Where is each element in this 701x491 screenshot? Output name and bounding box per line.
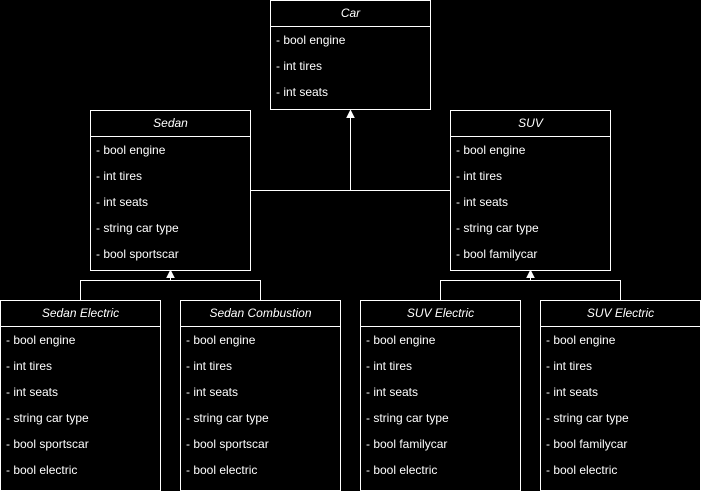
attribute: - int seats [276, 85, 329, 99]
attribute: - bool familycar [366, 437, 448, 451]
attribute: - string car type [366, 411, 449, 425]
attribute: - int seats [456, 195, 509, 209]
attribute: - int seats [366, 385, 419, 399]
attribute: - bool electric [366, 463, 438, 477]
attribute: - bool electric [186, 463, 258, 477]
class-sedan-electric[interactable]: Sedan Electric - bool engine - int tires… [0, 300, 161, 491]
attribute: - int tires [6, 359, 53, 373]
class-suv-electric-1[interactable]: SUV Electric - bool engine - int tires -… [360, 300, 521, 491]
class-suv[interactable]: SUV - bool engine - int tires - int seat… [450, 110, 611, 271]
attribute: - int tires [96, 169, 143, 183]
class-title: SUV [451, 111, 610, 137]
attribute: - bool sportscar [186, 437, 269, 451]
class-sedan-combustion[interactable]: Sedan Combustion - bool engine - int tir… [180, 300, 341, 491]
class-suv-electric-2[interactable]: SUV Electric - bool engine - int tires -… [540, 300, 701, 491]
class-title: SUV Electric [541, 301, 700, 327]
attribute: - bool engine [546, 333, 616, 347]
attribute: - string car type [6, 411, 89, 425]
attribute: - int tires [186, 359, 233, 373]
attribute: - int tires [456, 169, 503, 183]
arrowhead-suv [526, 269, 535, 278]
attribute: - bool engine [96, 143, 166, 157]
edge-sedan-to-car [250, 117, 351, 191]
attribute: - int seats [186, 385, 239, 399]
class-title: Sedan Electric [1, 301, 160, 327]
attribute: - bool electric [546, 463, 618, 477]
class-title: Car [271, 1, 430, 27]
arrowhead-sedan [166, 269, 175, 278]
attribute: - string car type [456, 221, 539, 235]
attribute: - string car type [186, 411, 269, 425]
arrowhead-car [346, 109, 355, 118]
attribute: - int tires [366, 359, 413, 373]
attribute: - int seats [96, 195, 149, 209]
attribute: - int seats [546, 385, 599, 399]
class-title: Sedan [91, 111, 250, 137]
attribute: - bool engine [366, 333, 436, 347]
attribute: - bool electric [6, 463, 78, 477]
attribute: - bool engine [276, 33, 346, 47]
attribute: - bool engine [456, 143, 526, 157]
attribute: - int tires [546, 359, 593, 373]
attribute: - bool familycar [456, 247, 538, 261]
attribute: - bool engine [6, 333, 76, 347]
attribute: - bool sportscar [6, 437, 89, 451]
edge-sedan-electric-to-sedan [80, 277, 171, 300]
attribute: - bool sportscar [96, 247, 179, 261]
attribute: - string car type [96, 221, 179, 235]
class-title: SUV Electric [361, 301, 520, 327]
class-title: Sedan Combustion [181, 301, 340, 327]
class-car[interactable]: Car - bool engine - int tires - int seat… [270, 0, 431, 110]
edge-suv-electric-2-to-suv [530, 280, 621, 300]
attribute: - bool engine [186, 333, 256, 347]
attribute: - bool familycar [546, 437, 628, 451]
edge-sedan-combustion-to-sedan [170, 280, 261, 300]
attribute: - int tires [276, 59, 323, 73]
attribute: - string car type [546, 411, 629, 425]
class-sedan[interactable]: Sedan - bool engine - int tires - int se… [90, 110, 251, 271]
edge-suv-electric-1-to-suv [440, 277, 531, 300]
attribute: - int seats [6, 385, 59, 399]
